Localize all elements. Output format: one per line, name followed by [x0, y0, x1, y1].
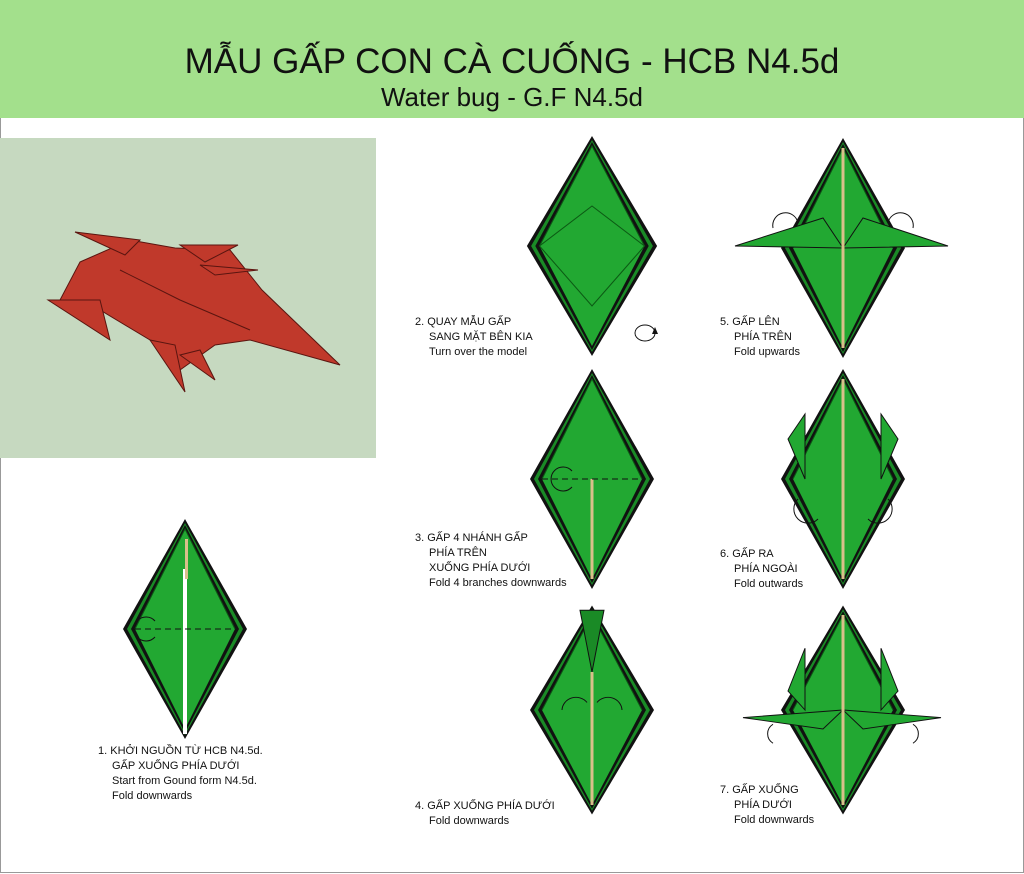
caption-line: Fold downwards — [734, 814, 815, 826]
header-banner: MẪU GẤP CON CÀ CUỐNG - HCB N4.5d Water b… — [0, 0, 1024, 118]
step-5-diagram — [734, 137, 949, 359]
caption-line: Fold 4 branches downwards — [429, 577, 567, 589]
step-5-caption: 5. GẤP LÊN PHÍA TRÊN Fold upwards — [720, 315, 800, 360]
step-4-diagram — [529, 605, 655, 815]
page-subtitle: Water bug - G.F N4.5d — [380, 82, 644, 112]
step-2-diagram — [526, 135, 658, 357]
page-title: MẪU GẤP CON CÀ CUỐNG - HCB N4.5d — [184, 42, 840, 81]
caption-line: 2. QUAY MẪU GẤP — [415, 316, 512, 328]
caption-line: XUỐNG PHÍA DƯỚI — [429, 562, 531, 574]
step-2-caption: 2. QUAY MẪU GẤP SANG MẶT BÊN KIA Turn ov… — [415, 315, 533, 360]
step-6-caption: 6. GẤP RA PHÍA NGOÀI Fold outwards — [720, 547, 803, 592]
caption-line: 3. GẤP 4 NHÁNH GẤP — [415, 532, 528, 544]
water-bug-model — [46, 231, 341, 393]
caption-line: 1. KHỞI NGUỒN TỪ HCB N4.5d. — [98, 745, 263, 757]
caption-line: Fold downwards — [112, 790, 193, 802]
caption-line: 5. GẤP LÊN — [720, 316, 780, 328]
step-7-caption: 7. GẤP XUỐNG PHÍA DƯỚI Fold downwards — [720, 783, 814, 828]
caption-line: 4. GẤP XUỐNG PHÍA DƯỚI — [415, 800, 555, 812]
caption-line: 6. GẤP RA — [720, 548, 774, 560]
turn-over-icon — [634, 324, 658, 342]
caption-line: Fold downwards — [429, 815, 510, 827]
step-3-caption: 3. GẤP 4 NHÁNH GẤP PHÍA TRÊN XUỐNG PHÍA … — [415, 531, 567, 591]
caption-line: Start from Gound form N4.5d. — [112, 775, 257, 787]
caption-line: Fold outwards — [734, 578, 804, 590]
step-1-caption: 1. KHỞI NGUỒN TỪ HCB N4.5d. GẤP XUỐNG PH… — [98, 744, 263, 804]
step-1-diagram — [122, 518, 248, 740]
caption-line: PHÍA TRÊN — [734, 331, 792, 343]
caption-line: SANG MẶT BÊN KIA — [429, 331, 533, 343]
caption-line: 7. GẤP XUỐNG — [720, 784, 799, 796]
caption-line: PHÍA DƯỚI — [734, 799, 792, 811]
step-4-caption: 4. GẤP XUỐNG PHÍA DƯỚI Fold downwards — [415, 799, 555, 829]
caption-line: Turn over the model — [429, 346, 528, 358]
caption-line: PHÍA NGOÀI — [734, 563, 798, 575]
step-6-diagram — [780, 368, 906, 590]
step-7-diagram — [742, 605, 942, 815]
step-3-diagram — [529, 368, 655, 590]
caption-line: GẤP XUỐNG PHÍA DƯỚI — [112, 760, 240, 772]
caption-line: Fold upwards — [734, 346, 801, 358]
caption-line: PHÍA TRÊN — [429, 547, 487, 559]
